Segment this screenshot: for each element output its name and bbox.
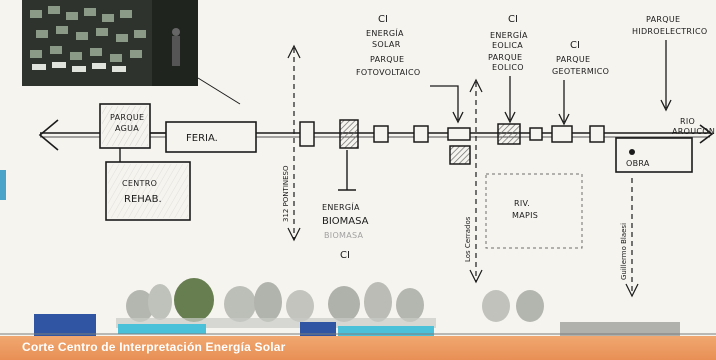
vertical-label-3: Guillermo Blaesi <box>620 223 628 280</box>
vertical-label-1: 312 PONTINESO <box>282 165 290 222</box>
ci-solar-label-3: SOLAR <box>372 40 401 49</box>
section-building-blue-1 <box>34 314 96 336</box>
ci-eolica-label-5: EOLICO <box>492 63 524 72</box>
biomasa-label-2: BIOMASA <box>322 216 369 227</box>
section-trees <box>126 278 544 322</box>
vertical-axis-1 <box>287 44 301 242</box>
obra-label: OBRA <box>626 159 650 168</box>
ci-solar-label-2: ENERGÍA <box>366 27 404 38</box>
obra-block <box>615 137 693 173</box>
vertical-axis-2 <box>469 78 483 284</box>
ci-eolica-label-1: CI <box>508 14 518 25</box>
biomasa-label-1: ENERGÍA <box>322 201 360 212</box>
section-building-cyan-1 <box>118 324 206 334</box>
section-building-cyan-2 <box>338 326 434 336</box>
vertical-axis-3 <box>625 178 639 298</box>
ci-eolica-label-3: EOLICA <box>492 41 523 50</box>
building-photo <box>22 0 198 86</box>
centro-rehab-label-2: REHAB. <box>124 194 162 205</box>
side-tab <box>0 170 6 200</box>
ci-geo-label-3: GEOTERMICO <box>552 67 609 76</box>
vertical-label-2: Los Cerrados <box>464 216 472 262</box>
centro-rehab-label-1: CENTRO <box>122 179 157 188</box>
hidro-label-1: PARQUE <box>646 15 680 24</box>
section-building-blue-2 <box>300 322 336 336</box>
hidro-label-2: HIDROELECTRICO <box>632 27 707 36</box>
ci-geo-label-1: CI <box>570 40 580 51</box>
parque-agua-label-2: AGUA <box>115 124 139 133</box>
caption-bar <box>0 336 716 360</box>
ci-geo-label-2: PARQUE <box>556 55 590 64</box>
ci-biomasa-label: CI <box>340 250 350 261</box>
section-building-grey <box>560 322 680 336</box>
ci-eolica-label-4: PARQUE <box>488 53 522 62</box>
axis-nodes <box>299 119 605 165</box>
ci-solar-label-4: PARQUE <box>370 55 404 64</box>
rio-label-1: RIO <box>680 117 695 126</box>
section-caption: Corte Centro de Interpretación Energía S… <box>22 340 286 354</box>
ci-solar-label-5: FOTOVOLTAICO <box>356 68 421 77</box>
feria-block <box>165 121 257 153</box>
biomasa-label-3: BIOMASA <box>324 231 364 240</box>
feria-label: FERIA. <box>186 133 218 144</box>
rio-label-2: AROUCON <box>672 127 715 136</box>
riv-mapis-label-1: RIV. <box>514 199 530 208</box>
riv-mapis-label-2: MAPIS <box>512 211 538 220</box>
ci-solar-label-1: CI <box>378 14 388 25</box>
parque-agua-label-1: PARQUE <box>110 113 144 122</box>
ci-eolica-label-2: ENERGÍA <box>490 29 528 40</box>
riv-mapis-block <box>485 173 583 249</box>
